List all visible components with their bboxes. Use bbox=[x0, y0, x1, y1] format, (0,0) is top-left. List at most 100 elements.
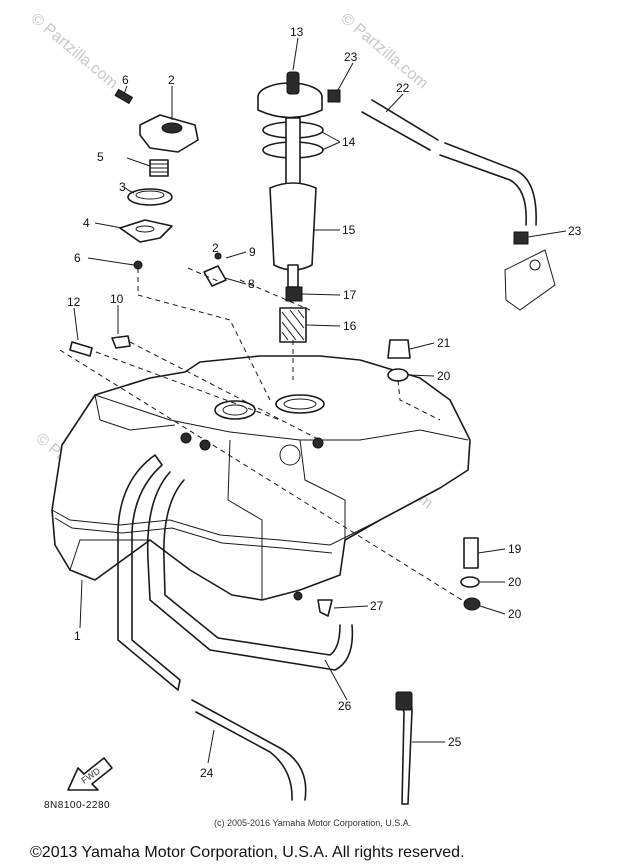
callout-25: 25 bbox=[448, 735, 462, 749]
callout-9: 9 bbox=[249, 245, 256, 259]
pump-cap-13-side bbox=[257, 97, 323, 119]
spring-5-coils bbox=[150, 163, 168, 173]
callout-2b: 2 bbox=[212, 241, 219, 255]
leader bbox=[321, 131, 341, 151]
leader bbox=[333, 605, 369, 609]
fuel-tank-body bbox=[51, 355, 471, 601]
callout-4: 4 bbox=[83, 216, 90, 230]
callout-26: 26 bbox=[338, 699, 352, 713]
callout-17: 17 bbox=[343, 288, 357, 302]
callout-3: 3 bbox=[119, 180, 126, 194]
leader bbox=[126, 157, 151, 167]
callout-2: 2 bbox=[168, 73, 175, 87]
callout-15: 15 bbox=[342, 223, 356, 237]
callout-labels: 6 2 5 3 4 6 2 9 8 10 12 13 14 15 17 16 2… bbox=[67, 25, 582, 780]
leader bbox=[305, 324, 341, 327]
tank-bracket bbox=[279, 444, 301, 466]
fuel-tank-bottom-left bbox=[69, 539, 150, 571]
pump-opening-inner bbox=[283, 398, 317, 410]
small-copyright: (c) 2005-2016 Yamaha Motor Corporation, … bbox=[214, 818, 411, 828]
fuel-tank-left-wall bbox=[94, 394, 176, 431]
joint-8 bbox=[203, 265, 227, 287]
diagram-code: 8N8100-2280 bbox=[44, 800, 110, 811]
fuel-tank-rim-lower bbox=[54, 517, 333, 554]
ref-line bbox=[137, 268, 271, 401]
pump-assembly bbox=[257, 71, 324, 343]
leader bbox=[477, 548, 506, 554]
callout-19: 20 bbox=[508, 575, 522, 589]
drain-hose-24-lower bbox=[191, 699, 307, 801]
breather-hose-22 bbox=[361, 99, 537, 226]
fuel-tank-rim bbox=[51, 487, 441, 546]
overflow-hose-26 bbox=[146, 471, 354, 671]
callout-6: 6 bbox=[74, 251, 81, 265]
leader bbox=[123, 186, 135, 194]
watermark: © Partzilla.com bbox=[27, 10, 121, 92]
seat-4-hole bbox=[135, 225, 155, 233]
callout-23a: 23 bbox=[344, 50, 358, 64]
leader bbox=[301, 293, 341, 296]
tank-fitting bbox=[199, 439, 211, 451]
leader bbox=[73, 307, 79, 341]
fwd-arrow-icon bbox=[67, 757, 113, 791]
callout-20b: 20 bbox=[508, 607, 522, 621]
footer-copyright: ©2013 Yamaha Motor Corporation, U.S.A. A… bbox=[30, 844, 465, 861]
filler-opening-inner bbox=[222, 404, 248, 416]
clamp-23a bbox=[327, 89, 341, 103]
band-25-buckle bbox=[395, 691, 413, 711]
fuel-tank bbox=[51, 355, 471, 601]
washer-19 bbox=[460, 576, 480, 588]
pump-stem bbox=[285, 117, 301, 194]
drain-hose-24 bbox=[117, 454, 181, 691]
fitting-17 bbox=[285, 286, 303, 302]
collar-20a bbox=[387, 368, 409, 382]
ref-line bbox=[187, 267, 311, 311]
clamp-23b bbox=[513, 231, 529, 245]
leader bbox=[407, 374, 435, 377]
ref-line bbox=[397, 379, 441, 421]
gasket-3-inner bbox=[135, 190, 165, 200]
leader bbox=[79, 579, 83, 629]
callout-20a: 20 bbox=[437, 369, 451, 383]
callout-12: 12 bbox=[67, 295, 81, 309]
callout-7: 6 bbox=[122, 73, 129, 87]
callout-18: 19 bbox=[508, 542, 522, 556]
seat-4 bbox=[119, 219, 173, 243]
leader bbox=[123, 85, 128, 95]
callout-23b: 23 bbox=[568, 224, 582, 238]
callout-21: 21 bbox=[437, 336, 451, 350]
leader bbox=[292, 37, 299, 71]
leader bbox=[225, 251, 247, 259]
callout-14: 14 bbox=[342, 135, 356, 149]
reference-lines bbox=[59, 267, 471, 606]
strainer-16-mesh bbox=[281, 309, 305, 341]
cap-clip-7 bbox=[114, 88, 134, 105]
bolt-6 bbox=[133, 260, 143, 270]
leader bbox=[337, 62, 354, 91]
callout-5: 5 bbox=[97, 150, 104, 164]
callout-27: 27 bbox=[370, 599, 384, 613]
cap-2-knob bbox=[161, 122, 183, 134]
bolt-12 bbox=[69, 341, 93, 357]
damper-20b bbox=[463, 597, 481, 611]
callout-16: 16 bbox=[343, 319, 357, 333]
leader-lines bbox=[73, 37, 567, 764]
bracket-23 bbox=[504, 249, 556, 311]
fuel-tank-center-step bbox=[227, 439, 263, 600]
front-direction-marker: FWD bbox=[67, 757, 113, 791]
bolt-10 bbox=[111, 335, 131, 349]
filter-stem bbox=[287, 264, 299, 288]
leader bbox=[324, 659, 348, 701]
cap-2 bbox=[139, 114, 199, 153]
part-9 bbox=[214, 252, 222, 260]
bolt-18 bbox=[463, 537, 479, 569]
leader bbox=[94, 222, 123, 229]
tank-fitting bbox=[180, 432, 192, 444]
pump-cap-nipple bbox=[286, 71, 300, 95]
small-parts bbox=[69, 89, 556, 805]
callout-1: 1 bbox=[74, 629, 81, 643]
leader bbox=[224, 277, 247, 285]
callout-8: 8 bbox=[248, 277, 255, 291]
bracket-hole bbox=[529, 259, 541, 271]
